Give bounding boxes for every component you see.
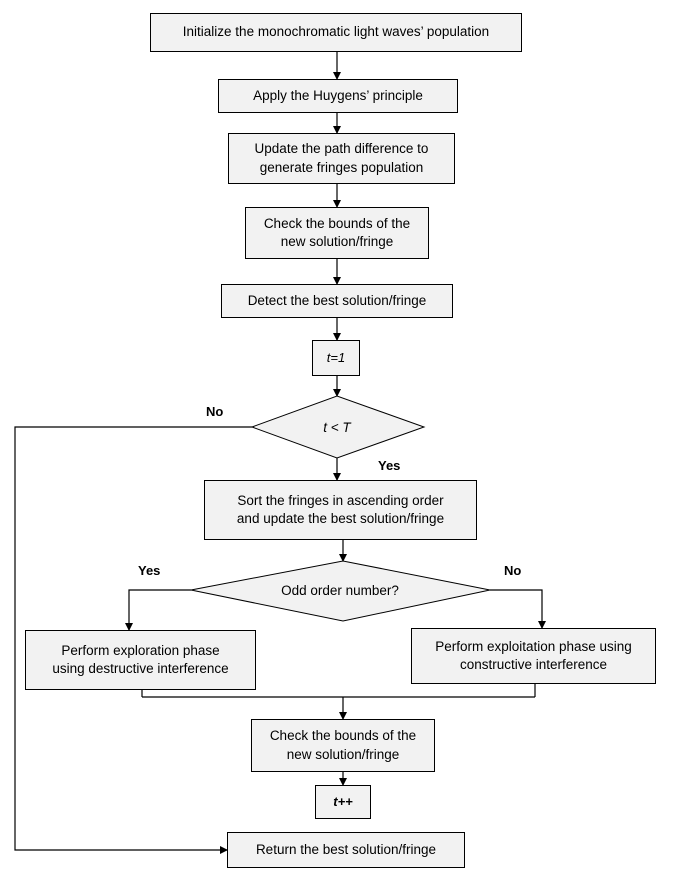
return-best-text: Return the best solution/fringe [255, 841, 437, 857]
t-init-text: t=1 [326, 350, 346, 366]
check-bounds-box-1: Check the bounds of the new solution/fri… [245, 207, 429, 259]
exploitation-line1: Perform exploitation phase using [435, 638, 632, 654]
init-population-text: Initialize the monochromatic light waves… [182, 24, 490, 40]
t-increment-box: t++ [315, 785, 371, 819]
arrow-odd-no-branch [490, 589, 546, 629]
update-path-box: Update the path difference to generate f… [228, 133, 455, 184]
loop-yes-label: Yes [378, 458, 401, 473]
check-bounds-2-line2: new solution/fringe [286, 746, 400, 762]
init-population-box: Initialize the monochromatic light waves… [150, 13, 522, 52]
exploration-box: Perform exploration phase using destruct… [25, 630, 256, 690]
arrow-odd-yes-branch [125, 589, 191, 631]
huygens-box: Apply the Huygens’ principle [218, 79, 458, 113]
odd-order-text: Odd order number? [281, 582, 399, 598]
loop-condition-text: t < T [323, 419, 351, 435]
check-bounds-1-line2: new solution/fringe [280, 234, 394, 249]
exploitation-line2: constructive interference [459, 657, 608, 672]
loop-no-label: No [206, 404, 224, 419]
exploitation-box: Perform exploitation phase using constru… [411, 628, 656, 684]
t-init-box: t=1 [312, 340, 360, 376]
update-path-line1: Update the path difference to [254, 141, 429, 157]
odd-no-label: No [504, 563, 522, 578]
odd-yes-label: Yes [138, 563, 161, 578]
update-path-line2: generate fringes population [259, 159, 424, 175]
arrow-loop-exit [14, 426, 252, 854]
sort-fringes-line2: and update the best solution/fringe [236, 511, 445, 526]
loop-condition-diamond [250, 395, 426, 459]
detect-best-text: Detect the best solution/fringe [247, 292, 427, 308]
sort-fringes-box: Sort the fringes in ascending order and … [204, 480, 477, 540]
odd-order-diamond [190, 560, 491, 622]
exploration-line2: using destructive interference [52, 661, 229, 676]
check-bounds-box-2: Check the bounds of the new solution/fri… [251, 719, 435, 772]
exploration-line1: Perform exploration phase [61, 642, 220, 658]
return-best-box: Return the best solution/fringe [227, 832, 465, 868]
detect-best-box: Detect the best solution/fringe [221, 284, 453, 318]
t-increment-text: t++ [333, 794, 353, 810]
huygens-text: Apply the Huygens’ principle [253, 87, 423, 103]
sort-fringes-line1: Sort the fringes in ascending order [237, 492, 444, 508]
check-bounds-1-line1: Check the bounds of the [263, 215, 411, 231]
check-bounds-2-line1: Check the bounds of the [269, 728, 417, 744]
